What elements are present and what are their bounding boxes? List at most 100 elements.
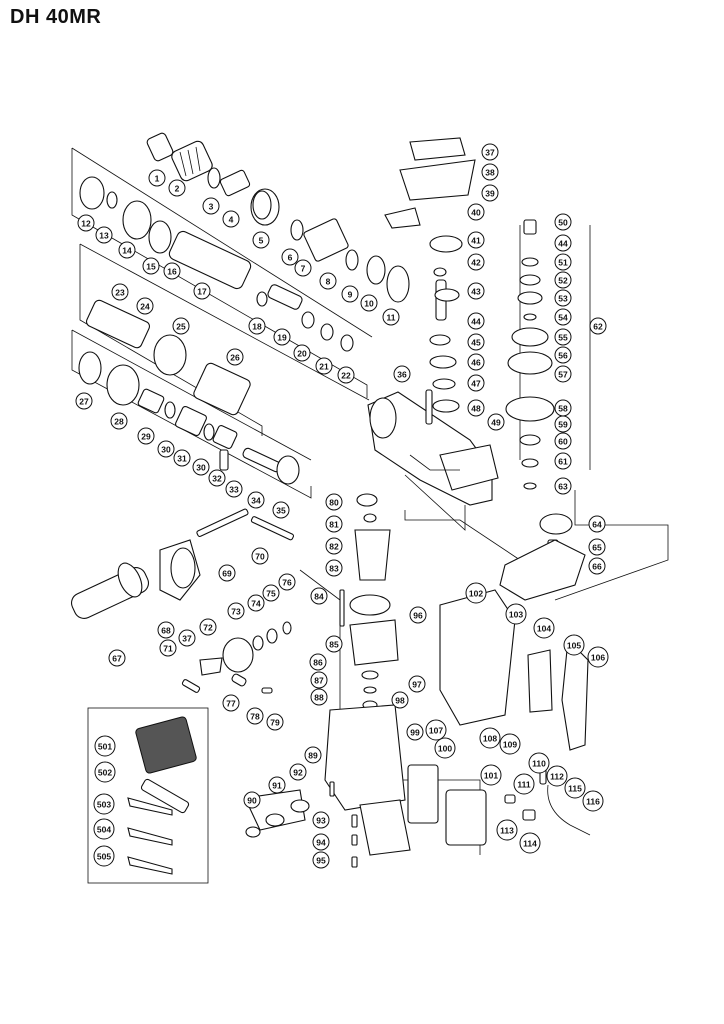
callout-45: 45 bbox=[467, 333, 485, 351]
callout-label: 84 bbox=[314, 592, 324, 602]
callout-37: 37 bbox=[481, 143, 499, 161]
diagram-title: DH 40MR bbox=[10, 6, 102, 28]
callout-label: 62 bbox=[593, 322, 603, 332]
callout-101: 101 bbox=[480, 764, 502, 786]
callout-80: 80 bbox=[325, 493, 343, 511]
callout-12: 12 bbox=[77, 214, 95, 232]
callout-2: 2 bbox=[168, 179, 186, 197]
callout-107: 107 bbox=[425, 719, 447, 741]
callout-113: 113 bbox=[496, 819, 518, 841]
callout-503: 503 bbox=[93, 793, 115, 815]
callout-78: 78 bbox=[246, 707, 264, 725]
callout-label: 36 bbox=[397, 370, 407, 380]
callout-86: 86 bbox=[309, 653, 327, 671]
callout-54: 54 bbox=[554, 308, 572, 326]
callout-88: 88 bbox=[310, 688, 328, 706]
callout-53: 53 bbox=[554, 289, 572, 307]
callout-82: 82 bbox=[325, 537, 343, 555]
callout-label: 67 bbox=[112, 654, 122, 664]
callout-label: 89 bbox=[308, 751, 318, 761]
callout-label: 80 bbox=[329, 498, 339, 508]
callout-30: 30 bbox=[157, 440, 175, 458]
callout-64: 64 bbox=[588, 515, 606, 533]
callout-95: 95 bbox=[312, 851, 330, 869]
callout-label: 4 bbox=[229, 215, 234, 225]
callout-label: 16 bbox=[167, 267, 177, 277]
callout-91: 91 bbox=[268, 776, 286, 794]
callout-116: 116 bbox=[582, 790, 604, 812]
callout-label: 69 bbox=[222, 569, 232, 579]
callout-label: 12 bbox=[81, 219, 91, 229]
callout-46: 46 bbox=[467, 353, 485, 371]
callout-label: 8 bbox=[326, 277, 331, 287]
callout-label: 17 bbox=[197, 287, 207, 297]
callout-76: 76 bbox=[278, 573, 296, 591]
callout-label: 64 bbox=[592, 520, 602, 530]
callout-83: 83 bbox=[325, 559, 343, 577]
callout-label: 26 bbox=[230, 353, 240, 363]
callout-label: 42 bbox=[471, 258, 481, 268]
callout-105: 105 bbox=[563, 634, 585, 656]
callout-37: 37 bbox=[178, 629, 196, 647]
callout-5: 5 bbox=[252, 231, 270, 249]
callout-label: 73 bbox=[231, 607, 241, 617]
main-housing bbox=[367, 391, 499, 506]
callout-90: 90 bbox=[243, 791, 261, 809]
callout-label: 78 bbox=[250, 712, 260, 722]
callout-44: 44 bbox=[467, 312, 485, 330]
callout-label: 68 bbox=[161, 626, 171, 636]
callout-label: 114 bbox=[523, 839, 537, 849]
callout-label: 112 bbox=[550, 772, 564, 782]
callout-85: 85 bbox=[325, 635, 343, 653]
callout-label: 45 bbox=[471, 338, 481, 348]
callout-70: 70 bbox=[251, 547, 269, 565]
callout-92: 92 bbox=[289, 763, 307, 781]
callout-111: 111 bbox=[513, 773, 535, 795]
callout-24: 24 bbox=[136, 297, 154, 315]
callout-25: 25 bbox=[172, 317, 190, 335]
callout-label: 65 bbox=[592, 543, 602, 553]
callout-label: 21 bbox=[319, 362, 329, 372]
callout-label: 83 bbox=[329, 564, 339, 574]
callout-label: 13 bbox=[99, 231, 109, 241]
callout-label: 71 bbox=[163, 644, 173, 654]
callout-label: 6 bbox=[288, 253, 293, 263]
callout-33: 33 bbox=[225, 480, 243, 498]
callout-label: 11 bbox=[387, 313, 396, 323]
callout-504: 504 bbox=[93, 818, 115, 840]
callout-label: 53 bbox=[558, 294, 568, 304]
callout-label: 104 bbox=[537, 624, 551, 634]
callout-label: 31 bbox=[177, 454, 187, 464]
callout-15: 15 bbox=[142, 257, 160, 275]
callout-label: 96 bbox=[413, 611, 423, 621]
callout-31: 31 bbox=[173, 449, 191, 467]
callout-8: 8 bbox=[319, 272, 337, 290]
callout-27: 27 bbox=[75, 392, 93, 410]
callout-label: 105 bbox=[567, 641, 581, 651]
callout-label: 5 bbox=[259, 236, 264, 246]
callout-94: 94 bbox=[312, 833, 330, 851]
callout-14: 14 bbox=[118, 241, 136, 259]
callout-6: 6 bbox=[281, 248, 299, 266]
callout-97: 97 bbox=[408, 675, 426, 693]
callout-label: 502 bbox=[98, 768, 112, 778]
callout-115: 115 bbox=[564, 777, 586, 799]
callout-label: 102 bbox=[469, 589, 483, 599]
callout-18: 18 bbox=[248, 317, 266, 335]
callout-label: 28 bbox=[114, 417, 124, 427]
callout-label: 115 bbox=[568, 784, 582, 794]
callout-62: 62 bbox=[589, 317, 607, 335]
callout-label: 44 bbox=[558, 239, 568, 249]
callout-38: 38 bbox=[481, 163, 499, 181]
callout-label: 61 bbox=[558, 457, 568, 467]
callout-99: 99 bbox=[406, 723, 424, 741]
callout-109: 109 bbox=[499, 733, 521, 755]
callout-label: 24 bbox=[140, 302, 150, 312]
callout-68: 68 bbox=[157, 621, 175, 639]
callout-label: 72 bbox=[203, 623, 213, 633]
callout-50: 50 bbox=[554, 213, 572, 231]
callout-20: 20 bbox=[293, 344, 311, 362]
callout-52: 52 bbox=[554, 271, 572, 289]
callout-110: 110 bbox=[528, 752, 550, 774]
callout-22: 22 bbox=[337, 366, 355, 384]
